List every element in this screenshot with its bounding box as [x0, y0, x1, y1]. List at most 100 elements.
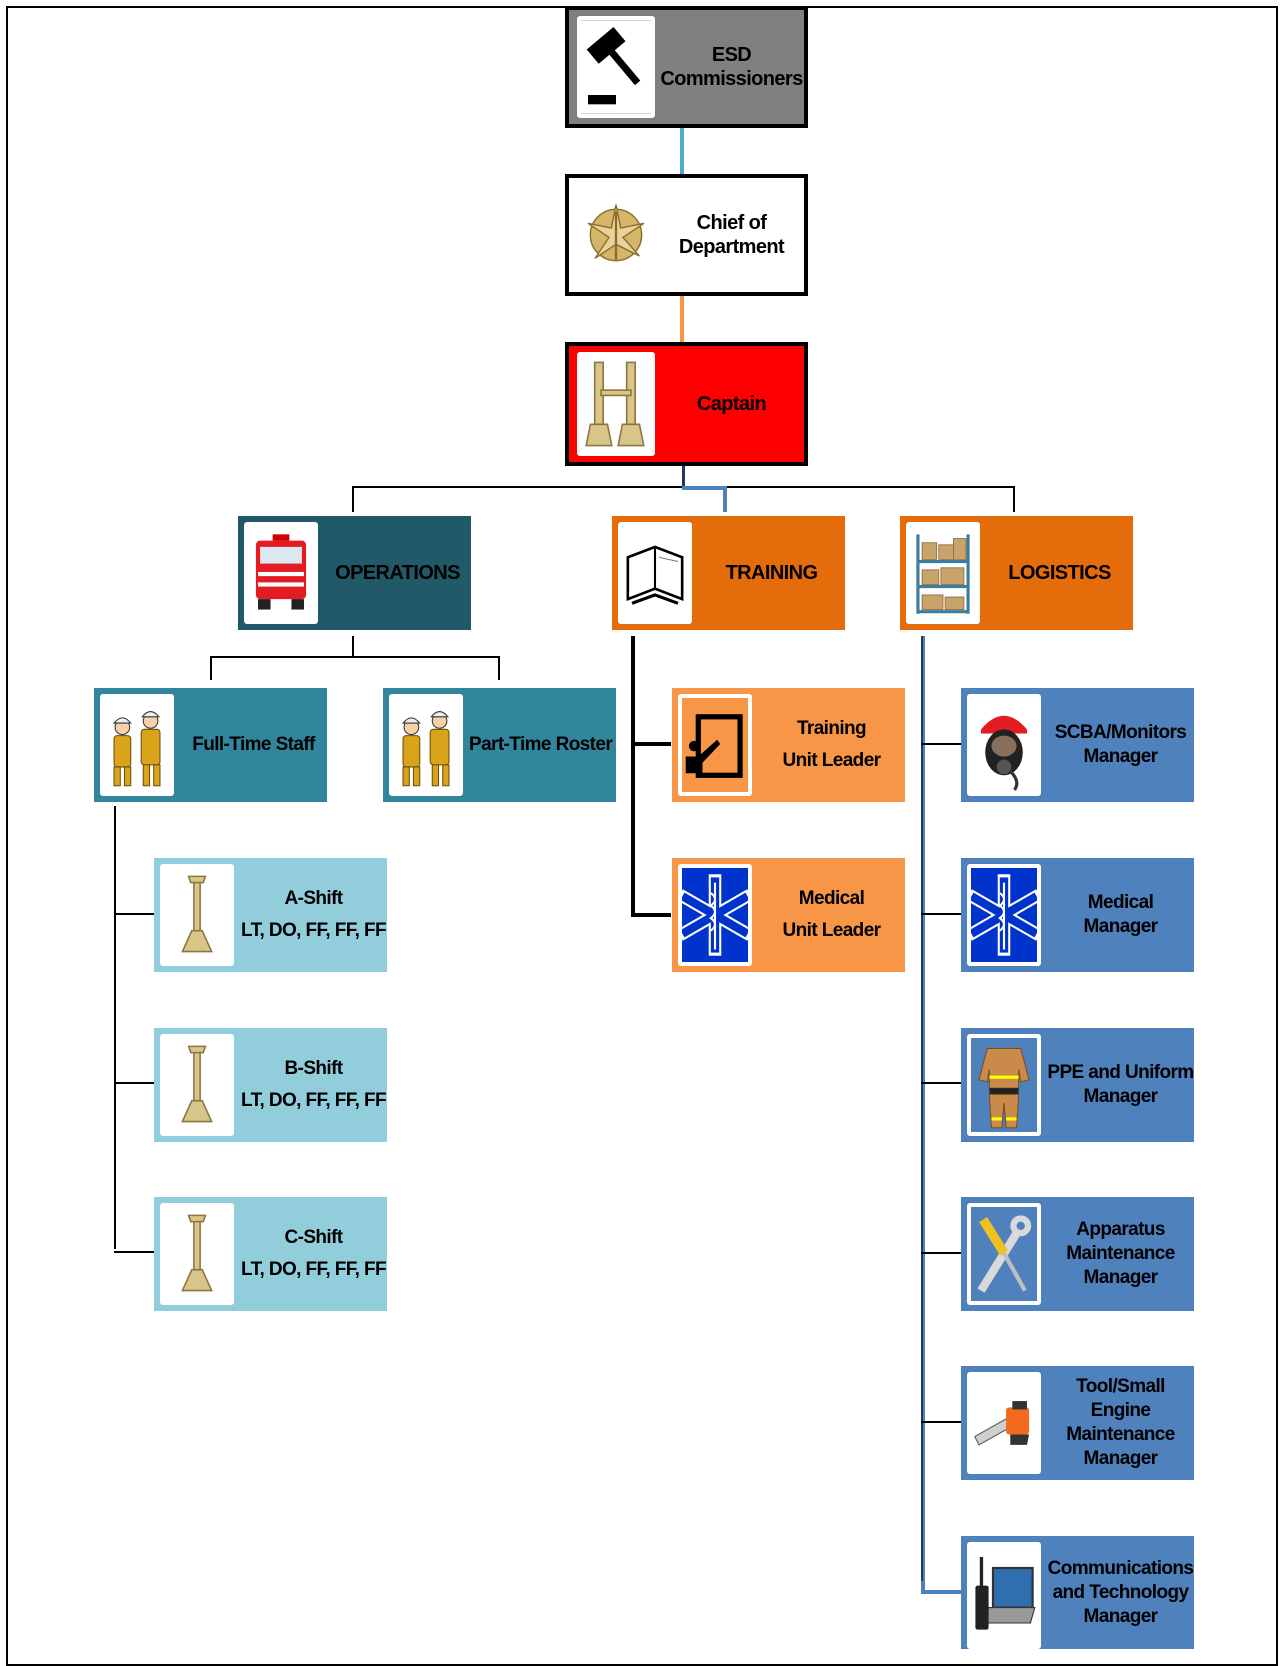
connector-ppe	[921, 1082, 961, 1084]
node-full-time-staff: Full-Time Staff	[94, 688, 327, 802]
open-book-icon	[618, 522, 692, 624]
medical-leader-line-2: Unit Leader	[782, 920, 882, 941]
node-tool-small-engine-manager: Tool/Small Engine Maintenance Manager	[961, 1366, 1194, 1480]
bugle-icon	[160, 1034, 234, 1136]
tool-line-4: Manager	[1083, 1448, 1159, 1469]
laptop-radio-icon	[967, 1542, 1041, 1649]
chief-line-1: Chief of	[696, 212, 767, 234]
medical-leader-line-1: Medical	[798, 888, 865, 909]
tool-line-3: Maintenance	[1066, 1424, 1175, 1445]
esd-line-1: ESD	[711, 44, 752, 66]
tool-line-2: Engine	[1090, 1400, 1151, 1421]
training-leader-line-1: Training	[796, 718, 867, 739]
c-shift-crew: LT, DO, FF, FF, FF	[240, 1259, 387, 1280]
captain-bugles-icon	[577, 352, 655, 456]
b-shift-crew: LT, DO, FF, FF, FF	[240, 1090, 387, 1111]
connector-medical-mgr	[921, 913, 961, 915]
operations-label: OPERATIONS	[335, 562, 460, 584]
connector-branch-training-h	[682, 486, 727, 490]
connector-ops-right	[498, 656, 500, 680]
teacher-board-icon	[678, 694, 752, 796]
connector-scba	[921, 743, 961, 745]
node-communications-technology-manager: Communications and Technology Manager	[961, 1536, 1194, 1649]
node-medical-unit-leader: Medical Unit Leader	[672, 858, 905, 972]
node-operations: OPERATIONS	[238, 516, 471, 630]
connector-medical-leader	[631, 913, 671, 917]
node-apparatus-maintenance-manager: Apparatus Maintenance Manager	[961, 1197, 1194, 1311]
connector-ops-bar	[210, 656, 500, 658]
bugle-icon	[160, 1203, 234, 1305]
node-captain: Captain	[565, 342, 808, 466]
a-shift-title: A-Shift	[284, 888, 343, 909]
logistics-label: LOGISTICS	[1008, 562, 1111, 584]
training-label: TRAINING	[725, 562, 818, 584]
apparatus-line-2: Maintenance	[1066, 1243, 1175, 1264]
ppe-line-2: Manager	[1083, 1086, 1159, 1107]
node-a-shift: A-Shift LT, DO, FF, FF, FF	[154, 858, 387, 972]
node-logistics: LOGISTICS	[900, 516, 1133, 630]
node-medical-manager: Medical Manager	[961, 858, 1194, 972]
captain-label: Captain	[696, 393, 767, 415]
connector-training-leader	[631, 742, 671, 746]
apparatus-line-3: Manager	[1083, 1267, 1159, 1288]
scba-line-1: SCBA/Monitors	[1054, 722, 1187, 743]
connector-tool	[921, 1421, 961, 1423]
wrench-screwdriver-icon	[967, 1203, 1041, 1305]
connector-ops-left	[210, 656, 212, 680]
comms-line-2: and Technology	[1052, 1581, 1189, 1603]
warehouse-shelves-icon	[906, 522, 980, 624]
connector-b-shift	[114, 1082, 154, 1084]
chief-badge-icon	[577, 184, 655, 286]
part-time-label: Part-Time Roster	[469, 734, 613, 755]
connector-captain-down	[682, 466, 685, 489]
connector-logistics-spine	[921, 636, 925, 1594]
node-training-unit-leader: Training Unit Leader	[672, 688, 905, 802]
comms-line-1: Communications	[1047, 1557, 1194, 1579]
connector-branch-ops	[352, 486, 354, 512]
connector-chief-captain	[680, 294, 684, 342]
tool-line-1: Tool/Small	[1076, 1376, 1165, 1397]
scba-mask-icon	[967, 694, 1041, 796]
connector-ops-down	[352, 636, 354, 658]
node-c-shift: C-Shift LT, DO, FF, FF, FF	[154, 1197, 387, 1311]
medical-mgr-line-1: Medical	[1087, 892, 1154, 913]
node-chief-of-department: Chief of Department	[565, 174, 808, 296]
connector-apparatus	[921, 1252, 961, 1254]
b-shift-title: B-Shift	[284, 1058, 343, 1079]
scba-line-2: Manager	[1083, 746, 1159, 767]
turnout-gear-icon	[967, 1034, 1041, 1136]
connector-logistics-spine-dark	[921, 636, 923, 1581]
full-time-label: Full-Time Staff	[192, 734, 315, 755]
bugle-icon	[160, 864, 234, 966]
apparatus-line-1: Apparatus	[1076, 1219, 1165, 1240]
connector-training-spine	[631, 636, 635, 917]
node-b-shift: B-Shift LT, DO, FF, FF, FF	[154, 1028, 387, 1142]
firefighters-icon	[389, 694, 463, 796]
connector-c-shift	[114, 1251, 154, 1253]
connector-fulltime-spine	[114, 806, 116, 1249]
connector-esd-chief	[680, 126, 684, 174]
node-esd-commissioners: ESD Commissioners	[565, 6, 808, 128]
connector-branch-training-v	[723, 486, 727, 512]
node-ppe-uniform-manager: PPE and Uniform Manager	[961, 1028, 1194, 1142]
ppe-line-1: PPE and Uniform	[1047, 1062, 1194, 1083]
chief-line-2: Department	[678, 236, 785, 258]
c-shift-title: C-Shift	[284, 1227, 343, 1248]
fire-truck-icon	[244, 522, 318, 624]
connector-branch-logistics	[1013, 486, 1015, 512]
node-part-time-roster: Part-Time Roster	[383, 688, 616, 802]
comms-line-3: Manager	[1083, 1605, 1159, 1627]
gavel-icon	[577, 16, 655, 118]
a-shift-crew: LT, DO, FF, FF, FF	[240, 920, 387, 941]
star-of-life-icon	[967, 864, 1041, 966]
connector-comms	[921, 1590, 961, 1594]
node-scba-monitors-manager: SCBA/Monitors Manager	[961, 688, 1194, 802]
node-training: TRAINING	[612, 516, 845, 630]
connector-a-shift	[114, 913, 154, 915]
star-of-life-icon	[678, 864, 752, 966]
training-leader-line-2: Unit Leader	[782, 750, 882, 771]
chainsaw-icon	[967, 1372, 1041, 1474]
medical-mgr-line-2: Manager	[1083, 916, 1159, 937]
firefighters-icon	[100, 694, 174, 796]
esd-line-2: Commissioners	[660, 68, 803, 90]
